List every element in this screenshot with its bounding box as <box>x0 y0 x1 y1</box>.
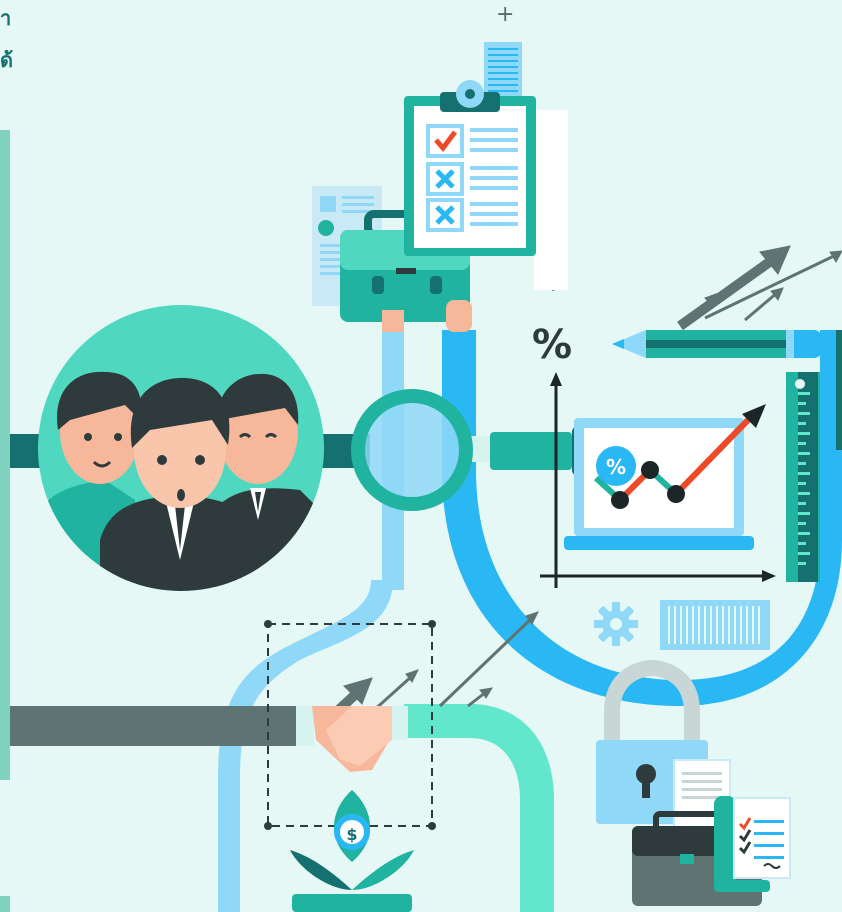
light-blue-pipe-curve <box>218 580 393 912</box>
text-fragment-1: า <box>0 6 12 30</box>
text-fragment-2: ด้ <box>0 48 13 72</box>
handshake-icon <box>312 706 408 772</box>
striped-block <box>484 42 522 98</box>
growth-arrows-icon <box>677 245 842 331</box>
people-group-icon <box>38 305 324 591</box>
clipboard-checklist-icon <box>404 80 568 290</box>
money-plant-icon <box>290 790 414 912</box>
left-side-bar <box>0 130 10 780</box>
document-briefcase-icon <box>632 759 791 906</box>
ruler-icon <box>786 330 842 582</box>
percent-symbol: % <box>532 322 572 368</box>
pencil-icon <box>612 330 822 358</box>
gray-arm <box>10 706 296 746</box>
hand-left <box>382 310 404 332</box>
gray-arm-cuff <box>296 706 314 746</box>
mint-pipe <box>404 704 554 912</box>
barcode-block <box>660 600 770 650</box>
dollar-symbol: $ <box>346 825 357 844</box>
chart-percent-badge: % <box>606 455 626 479</box>
hand-right <box>446 300 472 332</box>
gear-icon <box>594 602 638 646</box>
plus-icon-top: + <box>496 2 515 27</box>
line-chart-icon <box>540 372 776 588</box>
left-side-bar-bottom <box>0 896 10 912</box>
